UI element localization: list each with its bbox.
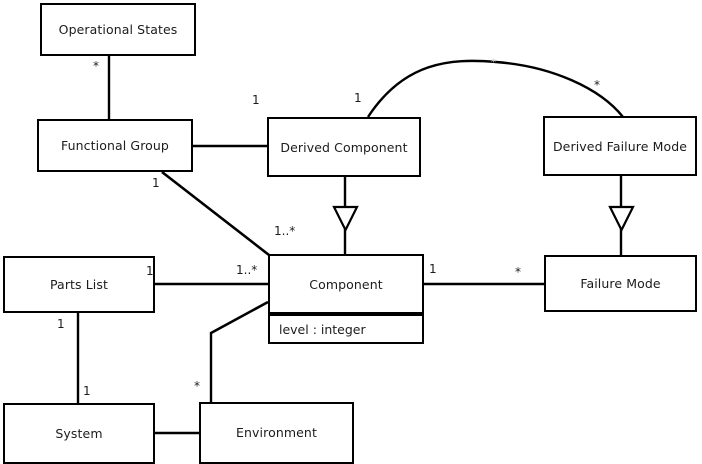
class-name-component: Component bbox=[309, 276, 383, 292]
edge-derived-component-derived-failure-mode bbox=[366, 59, 624, 118]
multiplicity-derived-failure-mode-curve: * bbox=[594, 78, 600, 92]
class-box-derived-component[interactable]: Derived Component bbox=[267, 117, 421, 177]
multiplicity-functional-group-component: 1 bbox=[152, 176, 160, 190]
class-box-failure-mode[interactable]: Failure Mode bbox=[544, 255, 697, 312]
class-box-functional-group[interactable]: Functional Group bbox=[37, 119, 193, 172]
class-box-component[interactable]: Component bbox=[268, 254, 424, 314]
class-box-derived-failure-mode[interactable]: Derived Failure Mode bbox=[543, 116, 697, 176]
multiplicity-derived-component-curve: 1 bbox=[354, 91, 362, 105]
class-box-environment[interactable]: Environment bbox=[199, 402, 354, 464]
multiplicity-component-from-parts-list: 1..* bbox=[236, 263, 258, 277]
multiplicity-component-failure-mode: 1 bbox=[429, 262, 437, 276]
multiplicity-parts-list-right: 1 bbox=[146, 264, 154, 278]
class-attribute-component-level: level : integer bbox=[279, 321, 366, 337]
class-attributes-component: level : integer bbox=[268, 314, 424, 344]
class-box-system[interactable]: System bbox=[3, 403, 155, 464]
multiplicity-system-top: 1 bbox=[83, 384, 91, 398]
multiplicity-functional-group-derived-component: 1 bbox=[252, 93, 260, 107]
multiplicity-operational-states-functional-group: * bbox=[93, 59, 99, 73]
multiplicity-component-from-functional-group: 1..* bbox=[274, 224, 296, 238]
class-box-operational-states[interactable]: Operational States bbox=[40, 3, 196, 56]
edge-component-environment-diagonal bbox=[210, 300, 269, 335]
multiplicity-curve-apex: * bbox=[491, 57, 496, 68]
class-name-parts-list: Parts List bbox=[49, 277, 108, 292]
generalization-triangle-component bbox=[332, 205, 359, 233]
class-name-derived-failure-mode: Derived Failure Mode bbox=[552, 138, 688, 154]
multiplicity-failure-mode-left: * bbox=[515, 265, 521, 279]
class-name-environment: Environment bbox=[236, 424, 317, 440]
class-name-functional-group: Functional Group bbox=[61, 138, 169, 153]
multiplicity-environment-top: * bbox=[194, 379, 200, 393]
class-name-failure-mode: Failure Mode bbox=[580, 276, 661, 291]
generalization-triangle-failure-mode bbox=[608, 205, 635, 233]
class-name-derived-component: Derived Component bbox=[280, 139, 408, 155]
class-name-operational-states: Operational States bbox=[58, 22, 178, 37]
class-name-system: System bbox=[55, 426, 103, 441]
class-box-parts-list[interactable]: Parts List bbox=[3, 256, 155, 313]
multiplicity-parts-list-bottom: 1 bbox=[57, 317, 65, 331]
edge-functional-group-component bbox=[161, 170, 270, 257]
